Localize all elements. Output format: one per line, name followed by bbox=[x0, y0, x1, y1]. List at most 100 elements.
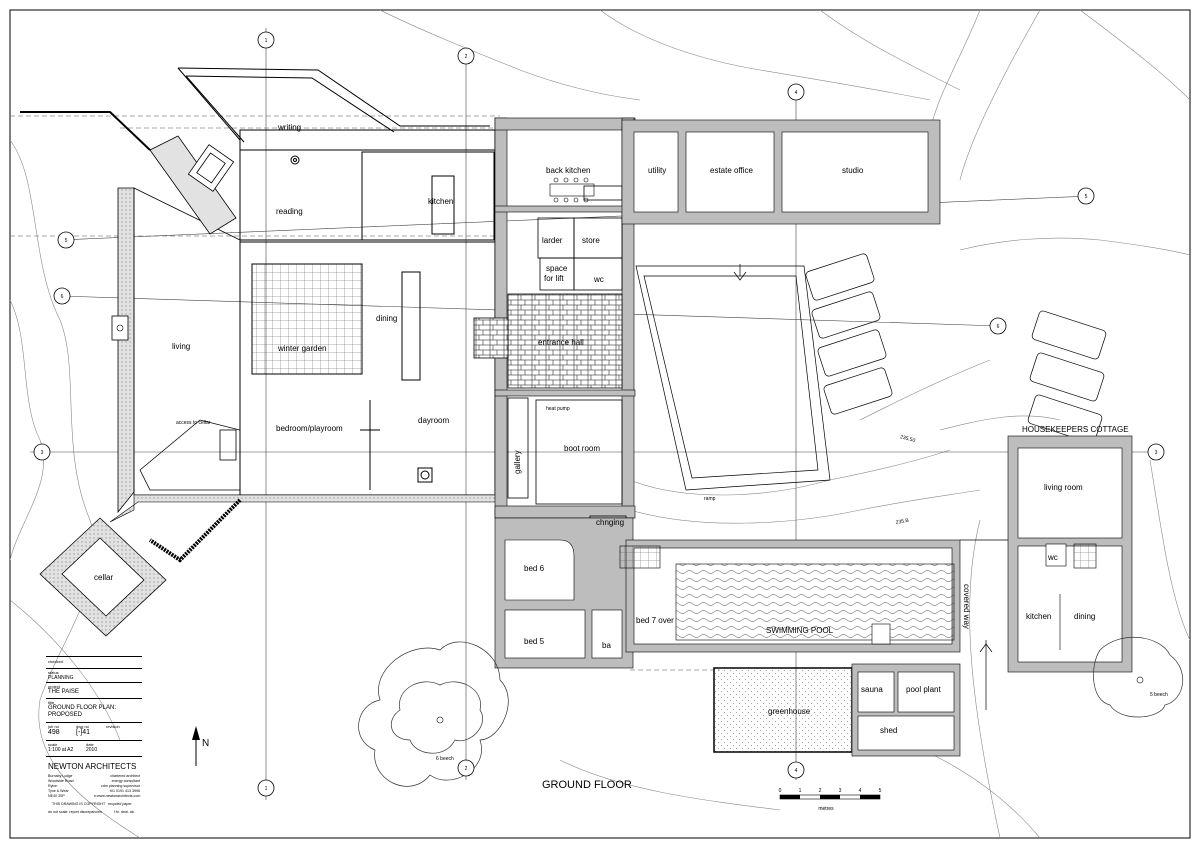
tb-title-line1: GROUND FLOOR PLAN: bbox=[48, 705, 117, 711]
label-store: store bbox=[582, 236, 600, 245]
tb-note: do not scale: report discrepancies bbox=[48, 810, 102, 814]
section-lines bbox=[30, 28, 1160, 800]
tb-job-no: 498 bbox=[48, 729, 60, 736]
section-marker-labels: 1 1 2 2 4 4 5 5 6 6 3 3 bbox=[41, 38, 1158, 792]
entrance-porch-floor bbox=[473, 317, 509, 359]
label-dining: dining bbox=[376, 314, 397, 323]
pool-hall bbox=[619, 539, 961, 653]
scale-tick-4: 4 bbox=[859, 788, 862, 794]
tb-title-line2: PROPOSED bbox=[48, 712, 83, 718]
section-label-1b: 1 bbox=[265, 786, 268, 792]
label-greenhouse: greenhouse bbox=[768, 707, 811, 716]
north-label: N bbox=[202, 738, 209, 749]
label-swimming-pool: SWIMMING POOL bbox=[766, 626, 834, 635]
label-boot-room: boot room bbox=[564, 444, 600, 453]
living-wing bbox=[111, 187, 241, 514]
tb-dwg-no-label: dwg no bbox=[76, 724, 89, 729]
scale-tick-1: 1 bbox=[799, 788, 802, 794]
section-label-6b: 6 bbox=[997, 324, 1000, 330]
label-living: living bbox=[172, 342, 190, 351]
south-boundary-wall bbox=[109, 494, 501, 523]
tb-address-line: Woodside Road bbox=[48, 779, 74, 783]
label-shed: shed bbox=[880, 726, 897, 735]
label-pool-plant: pool plant bbox=[906, 685, 941, 694]
label-hk-dining: dining bbox=[1074, 612, 1095, 621]
tb-job-no-label: job no bbox=[48, 724, 59, 729]
north-arrow-icon: N bbox=[192, 726, 209, 766]
section-label-4a: 4 bbox=[795, 90, 798, 96]
label-bedroom-playroom: bedroom/playroom bbox=[276, 424, 343, 433]
drawing-title: GROUND FLOOR bbox=[542, 779, 632, 791]
label-wc: wc bbox=[593, 275, 604, 284]
scale-tick-0: 0 bbox=[779, 788, 782, 794]
tb-address-line: Burnaby Lodge bbox=[48, 774, 73, 778]
label-hk-cottage: HOUSEKEEPERS COTTAGE bbox=[1022, 425, 1129, 434]
label-dayroom: dayroom bbox=[418, 416, 449, 425]
writing-room-glazing bbox=[177, 67, 490, 143]
north-range bbox=[621, 119, 941, 225]
tb-date-label: date bbox=[86, 742, 94, 747]
back-kitchen-table bbox=[549, 177, 595, 203]
label-ramp: ramp bbox=[704, 496, 716, 502]
tb-scale: 1:100 at A2 bbox=[48, 747, 74, 753]
label-cellar: cellar bbox=[94, 573, 113, 582]
section-label-2b: 2 bbox=[465, 766, 468, 772]
tb-status-label: status bbox=[48, 670, 59, 675]
section-label-4b: 4 bbox=[795, 768, 798, 774]
nw-block bbox=[149, 135, 237, 235]
label-entrance-hall: entrance hall bbox=[538, 338, 584, 347]
tb-project: THE PAISE bbox=[48, 689, 79, 695]
label-sauna: sauna bbox=[861, 685, 883, 694]
label-covered-way: covered way bbox=[962, 584, 971, 629]
housekeepers-cottage bbox=[1007, 435, 1133, 673]
label-beech-1: 6 beech bbox=[436, 756, 454, 762]
tb-address-line: Tyne & Wear bbox=[48, 789, 69, 793]
label-bed7: bed 7 over bbox=[636, 616, 674, 625]
scale-unit: metres bbox=[818, 806, 834, 812]
tb-address: Burnaby Lodge Woodside Road Ryton Tyne &… bbox=[48, 774, 74, 799]
tb-address-line: Ryton bbox=[48, 784, 58, 788]
courtyard bbox=[635, 253, 1107, 491]
tb-recycled: recycled paper bbox=[108, 802, 132, 806]
label-ba: ba bbox=[602, 641, 611, 650]
label-reading: reading bbox=[276, 207, 303, 216]
label-bed6: bed 6 bbox=[524, 564, 545, 573]
tb-service-line: chartered architect bbox=[110, 774, 140, 778]
covered-way bbox=[960, 539, 1010, 710]
tb-service-line: t01 0191 413 3996 bbox=[110, 789, 140, 793]
label-kitchen: kitchen bbox=[428, 197, 453, 206]
section-markers bbox=[33, 31, 1165, 797]
scale-bar bbox=[779, 794, 881, 800]
label-gallery: gallery bbox=[513, 450, 522, 474]
tb-dwg-no: [-]41 bbox=[76, 729, 91, 736]
scale-tick-5: 5 bbox=[879, 788, 882, 794]
label-space: space bbox=[546, 264, 568, 273]
section-label-1a: 1 bbox=[265, 38, 268, 44]
tb-fin: f.fn. deal. ab. bbox=[114, 810, 135, 814]
scale-tick-3: 3 bbox=[839, 788, 842, 794]
label-access: access to cellar bbox=[176, 420, 211, 426]
section-label-3a: 3 bbox=[41, 450, 44, 456]
nw-garden-wall bbox=[20, 111, 151, 151]
tb-revision-label: revision bbox=[106, 724, 120, 729]
label-hk-kitchen: kitchen bbox=[1026, 612, 1051, 621]
tb-title-label: title bbox=[48, 700, 55, 705]
label-heat-pump: heat pump bbox=[546, 406, 570, 412]
bedroom-wing bbox=[494, 517, 634, 669]
label-writing: writing bbox=[277, 123, 301, 132]
tb-project-label: project bbox=[48, 684, 61, 689]
section-label-5b: 5 bbox=[1085, 194, 1088, 200]
tb-services: chartered architect energy consultant cd… bbox=[94, 774, 140, 799]
label-level-1: 235.50 bbox=[899, 434, 916, 444]
label-bed5: bed 5 bbox=[524, 637, 545, 646]
label-chnging: chnging bbox=[596, 518, 624, 527]
section-label-6a: 6 bbox=[61, 294, 64, 300]
tb-firm: NEWTON ARCHITECTS bbox=[48, 762, 137, 771]
outbuildings bbox=[713, 663, 961, 757]
tb-address-line: NE40 3SP bbox=[48, 794, 65, 798]
cellar-structure bbox=[39, 517, 167, 637]
label-back-kitchen: back kitchen bbox=[546, 166, 590, 175]
label-winter-garden: winter garden bbox=[277, 344, 326, 353]
section-label-5a: 5 bbox=[65, 238, 68, 244]
